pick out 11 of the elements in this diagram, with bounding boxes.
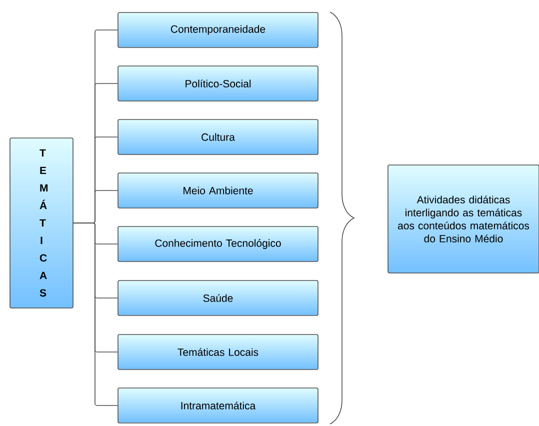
activity-box: Atividades didáticas interligando as temáticas aos conteúdos matemáticos do Ensino Médio bbox=[388, 164, 539, 274]
theme-box: T E M Á T I C A S bbox=[10, 138, 74, 308]
topic-box: Intramatemática bbox=[118, 388, 318, 424]
topic-box: Saúde bbox=[118, 280, 318, 316]
topic-box: Cultura bbox=[118, 119, 318, 155]
topic-box: Meio Ambiente bbox=[118, 172, 318, 208]
topic-box: Político-Social bbox=[118, 66, 318, 102]
topic-box: Temáticas Locais bbox=[118, 334, 318, 370]
topic-box: Conhecimento Tecnológico bbox=[118, 226, 318, 262]
topic-box: Contemporaneidade bbox=[118, 12, 318, 48]
connector-line bbox=[73, 222, 118, 406]
